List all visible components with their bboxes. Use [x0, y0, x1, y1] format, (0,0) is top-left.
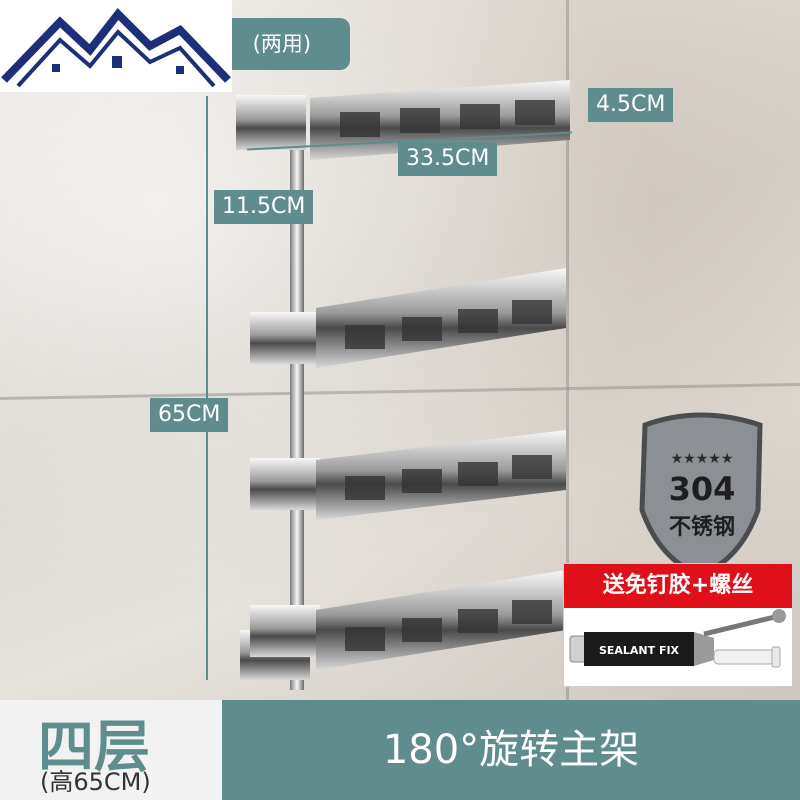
feature-text: 180°旋转主架 [382, 727, 640, 773]
layer-info-panel [0, 700, 222, 800]
rack-illustration: ★★★★★ 304 不锈钢 [236, 80, 763, 690]
gift-box: 送免钉胶+螺丝 SEALANT FIX [563, 563, 793, 687]
screw-icon [703, 609, 786, 637]
badge-material: 不锈钢 [669, 514, 735, 540]
house-roofs-icon [1, 7, 231, 88]
spacing-dimension: 11.5CM [214, 190, 314, 224]
wall-plug-icon [713, 646, 781, 668]
width-dimension: 33.5CM [398, 142, 498, 176]
brand-logo [0, 0, 232, 92]
shelf-3 [250, 430, 566, 520]
product-photo: ★★★★★ 304 不锈钢 4.5CM 33.5CM 11.5CM 65CM (… [0, 0, 800, 700]
feature-banner [222, 700, 800, 800]
tile-joint-vertical [566, 0, 569, 700]
rack-pole [290, 100, 304, 690]
gift-items: SEALANT FIX [569, 609, 786, 668]
depth-dimension: 4.5CM [588, 88, 674, 122]
badge-number: 304 [669, 470, 736, 508]
usage-tag: (两用) [232, 18, 350, 70]
height-dimension-line [206, 96, 208, 680]
gift-title: 送免钉胶+螺丝 [564, 564, 792, 608]
wall-bracket-top [236, 95, 306, 150]
shelf-4 [250, 570, 566, 670]
height-dimension: 65CM [150, 398, 229, 432]
tube-label: SEALANT FIX [599, 644, 680, 657]
svg-text:★★★★★: ★★★★★ [671, 451, 734, 467]
material-badge: ★★★★★ 304 不锈钢 [639, 412, 763, 578]
shelf-1 [310, 80, 570, 160]
layer-count: 四层 [38, 715, 150, 780]
sealant-tube-icon [569, 635, 587, 663]
shelf-2 [250, 268, 566, 368]
layer-height-note: (高65CM) [40, 768, 151, 796]
